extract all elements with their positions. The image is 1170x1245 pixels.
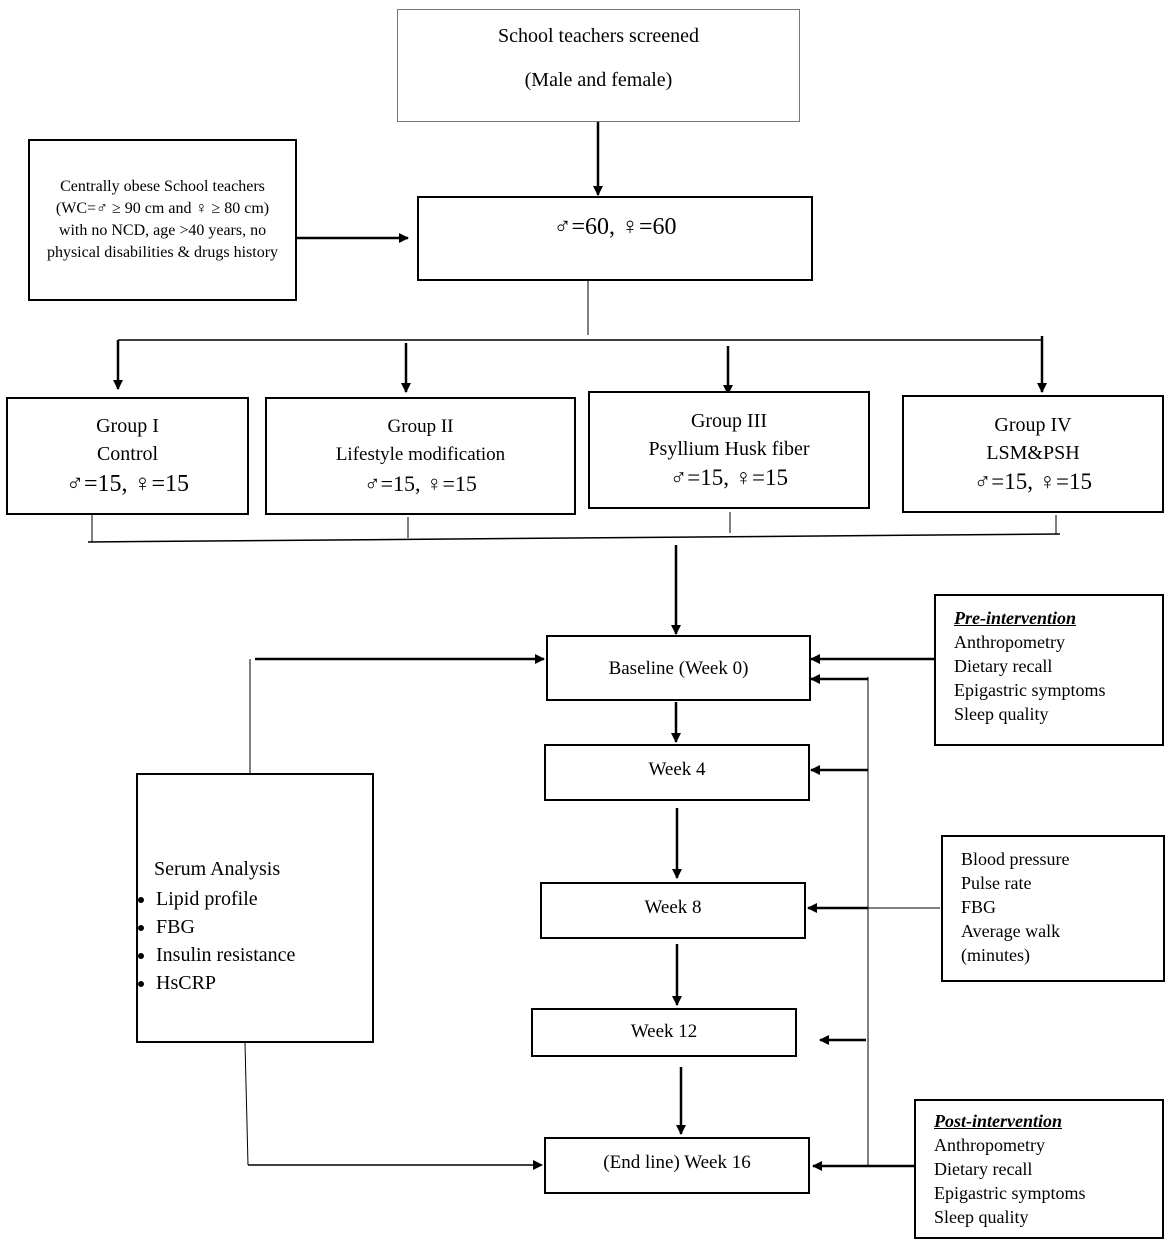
- group-4-desc: LSM&PSH: [986, 442, 1080, 464]
- serum-analysis-title: Serum Analysis: [154, 858, 281, 880]
- post-item: Sleep quality: [934, 1207, 1029, 1227]
- enrolled-counts: ♂=60, ♀=60: [553, 214, 677, 240]
- periodic-measures-box: Blood pressure Pulse rate FBG Average wa…: [941, 835, 1165, 982]
- group-1-counts: ♂=15, ♀=15: [65, 471, 190, 497]
- post-intervention-box: Post-intervention Anthropometry Dietary …: [914, 1099, 1164, 1239]
- group-4-box: Group IV LSM&PSH ♂=15, ♀=15: [902, 395, 1164, 513]
- serum-analysis-list: Lipid profile FBG Insulin resistance HsC…: [122, 885, 372, 997]
- screened-box: School teachers screened (Male and femal…: [397, 9, 800, 122]
- serum-item: FBG: [156, 913, 372, 941]
- post-item: Anthropometry: [934, 1135, 1045, 1155]
- timeline-endline-box: (End line) Week 16: [544, 1137, 810, 1194]
- pre-item: Dietary recall: [954, 656, 1053, 676]
- group-1-name: Group I: [96, 415, 159, 437]
- group-2-box: Group II Lifestyle modification ♂=15, ♀=…: [265, 397, 576, 515]
- timeline-baseline-label: Baseline (Week 0): [608, 658, 749, 679]
- serum-item: Lipid profile: [156, 885, 372, 913]
- pre-item: Sleep quality: [954, 704, 1049, 724]
- group-4-counts: ♂=15, ♀=15: [974, 469, 1092, 494]
- timeline-week8-box: Week 8: [540, 882, 806, 939]
- post-item: Epigastric symptoms: [934, 1183, 1086, 1203]
- group-3-counts: ♂=15, ♀=15: [670, 465, 788, 490]
- pre-intervention-title: Pre-intervention: [954, 608, 1076, 628]
- periodic-item: FBG: [961, 897, 997, 917]
- timeline-week4-label: Week 4: [648, 759, 706, 780]
- screened-line1: School teachers screened: [497, 25, 699, 47]
- group-4-name: Group IV: [994, 414, 1072, 436]
- group-3-name: Group III: [690, 410, 768, 432]
- group-1-box: Group I Control ♂=15, ♀=15: [6, 397, 249, 515]
- timeline-week12-label: Week 12: [630, 1021, 698, 1042]
- periodic-item: Pulse rate: [961, 873, 1032, 893]
- group-3-box: Group III Psyllium Husk fiber ♂=15, ♀=15: [588, 391, 870, 509]
- inclusion-criteria-text: Centrally obese School teachers (WC=♂ ≥ …: [46, 178, 279, 261]
- pre-item: Anthropometry: [954, 632, 1065, 652]
- group-2-name: Group II: [387, 416, 454, 437]
- screened-line2: (Male and female): [524, 69, 673, 91]
- enrolled-box: ♂=60, ♀=60: [417, 196, 813, 281]
- post-intervention-title: Post-intervention: [934, 1111, 1063, 1131]
- periodic-item: (minutes): [961, 945, 1030, 965]
- inclusion-criteria-box: Centrally obese School teachers (WC=♂ ≥ …: [28, 139, 297, 301]
- periodic-item: Blood pressure: [961, 849, 1070, 869]
- group-2-desc: Lifestyle modification: [335, 444, 506, 465]
- post-item: Dietary recall: [934, 1159, 1033, 1179]
- serum-analysis-box: Serum Analysis Lipid profile FBG Insulin…: [136, 773, 374, 1043]
- timeline-baseline-box: Baseline (Week 0): [546, 635, 811, 701]
- timeline-week8-label: Week 8: [644, 897, 702, 918]
- timeline-week4-box: Week 4: [544, 744, 810, 801]
- group-1-desc: Control: [96, 443, 159, 465]
- group-2-counts: ♂=15, ♀=15: [364, 471, 477, 496]
- group-3-desc: Psyllium Husk fiber: [648, 438, 810, 460]
- timeline-week12-box: Week 12: [531, 1008, 797, 1057]
- serum-item: Insulin resistance: [156, 941, 372, 969]
- timeline-endline-label: (End line) Week 16: [603, 1152, 751, 1173]
- periodic-item: Average walk: [961, 921, 1061, 941]
- pre-intervention-box: Pre-intervention Anthropometry Dietary r…: [934, 594, 1164, 746]
- pre-item: Epigastric symptoms: [954, 680, 1106, 700]
- line-group-merge: [87, 533, 1061, 543]
- serum-item: HsCRP: [156, 969, 372, 997]
